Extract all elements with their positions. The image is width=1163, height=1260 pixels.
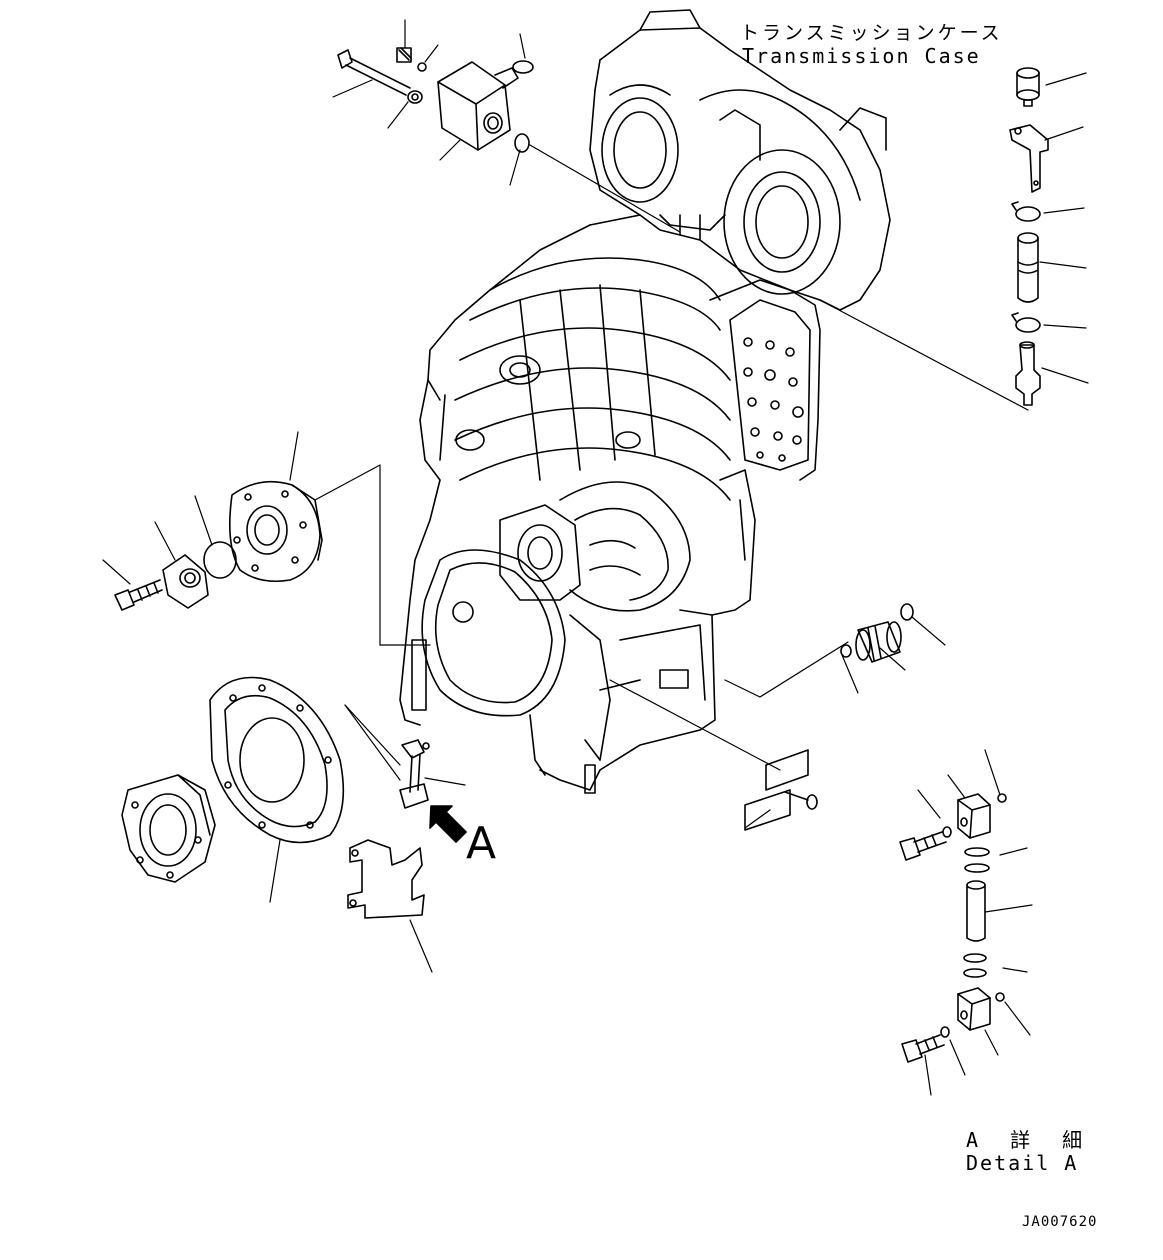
left-bolt	[115, 580, 162, 610]
detail-a-tube	[967, 881, 985, 941]
sleeve-o-ring-inner	[841, 645, 851, 657]
breather-elbow	[1016, 342, 1040, 405]
sleeve-o-ring-outer	[901, 604, 913, 620]
rivet	[785, 792, 817, 809]
leader-lines	[103, 20, 1088, 1095]
view-arrow-icon	[430, 806, 466, 842]
hose-clamp-lower	[1012, 313, 1040, 332]
hose-clamp-upper	[1012, 202, 1040, 221]
title-japanese: トランスミッションケース	[740, 22, 1003, 44]
sleeve	[856, 622, 901, 662]
title-english: Transmission Case	[742, 44, 981, 68]
detail-a-upper-block	[958, 794, 990, 838]
detail-a-upper-o-rings	[965, 848, 989, 872]
pto-gasket	[210, 678, 343, 843]
detail-a-upper-small-o-ring	[998, 794, 1006, 802]
detail-a-lower-washer	[941, 1027, 949, 1037]
speed-sensor	[400, 740, 429, 808]
breather-hose	[1018, 233, 1038, 302]
detail-caption-english: Detail A	[966, 1151, 1079, 1175]
drawing-id: JA007620	[1022, 1214, 1098, 1230]
top-valve-block	[438, 62, 518, 150]
left-pump-flange	[230, 482, 322, 582]
left-cover	[163, 555, 208, 608]
top-small-o-ring	[418, 63, 426, 71]
detail-a-lower-o-rings	[964, 954, 986, 977]
breather-cap	[1017, 68, 1039, 106]
detail-a-lower-small-o-ring	[996, 993, 1004, 1001]
top-bolt	[338, 50, 410, 95]
detail-a-lower-bolt	[902, 1035, 944, 1062]
breather-bracket	[1010, 125, 1048, 192]
detail-a-upper-bolt	[900, 832, 946, 860]
top-o-ring-a	[513, 61, 533, 73]
detail-a-lower-block	[958, 988, 990, 1030]
name-plate	[745, 750, 808, 830]
pto-flange-cover	[122, 775, 215, 882]
sensor-guard-bracket	[348, 840, 424, 918]
top-plug	[397, 48, 411, 62]
top-o-ring-b	[515, 134, 529, 152]
detail-caption-japanese: A 詳 細	[966, 1128, 1093, 1152]
detail-a-upper-washer	[943, 827, 951, 837]
view-letter-a: A	[466, 818, 497, 869]
top-washer	[408, 91, 422, 103]
transmission-case-body	[400, 10, 890, 793]
